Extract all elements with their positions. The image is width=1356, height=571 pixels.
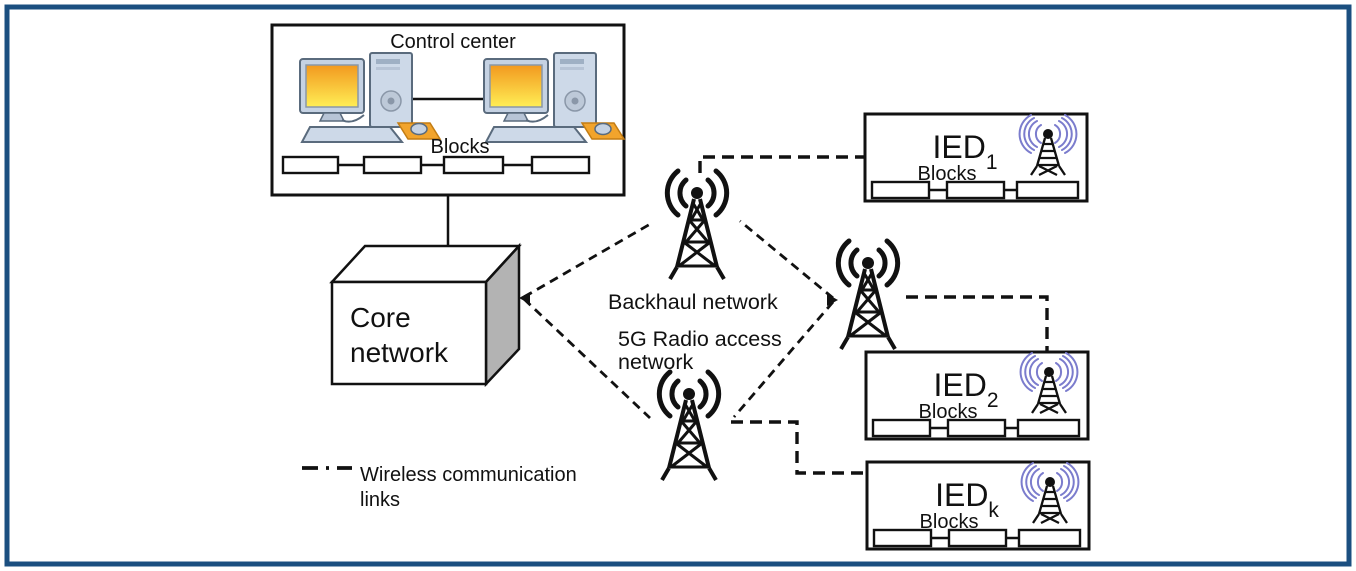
control-center-blocks xyxy=(281,155,591,175)
ied-title: IED2 xyxy=(933,367,998,412)
ied-blocks-label: Blocks xyxy=(920,511,979,533)
ied-2: IED2 Blocks xyxy=(864,350,1090,441)
arrowhead-vertex xyxy=(827,294,838,306)
block xyxy=(281,155,340,175)
block xyxy=(946,418,1007,438)
ied-blocks xyxy=(870,180,1080,200)
link-tower2-ied2 xyxy=(906,295,1049,358)
control-center-title: Control center xyxy=(390,31,516,53)
block xyxy=(1015,180,1080,200)
ied-k: IEDk Blocks xyxy=(865,460,1091,551)
block xyxy=(530,155,591,175)
block xyxy=(945,180,1006,200)
control-center: Control center Blocks xyxy=(270,23,626,197)
control-center-blocks-label: Blocks xyxy=(431,136,490,158)
block xyxy=(442,155,505,175)
legend: Wireless communication links xyxy=(302,464,577,511)
core-network-label-line1: Core xyxy=(350,302,411,333)
block xyxy=(871,418,932,438)
link-vertex-tower3 xyxy=(732,301,835,418)
core-network: Core network xyxy=(329,242,522,388)
ied-title: IED1 xyxy=(932,129,997,174)
link-tower1-vertex xyxy=(739,219,834,300)
radio-access-label-line1: 5G Radio access xyxy=(618,327,782,351)
link-core-tower1 xyxy=(523,221,653,299)
figure-border xyxy=(4,4,1352,567)
ied-blocks xyxy=(872,528,1082,548)
block xyxy=(947,528,1008,548)
arrowhead-core xyxy=(519,292,530,304)
ied-blocks-label: Blocks xyxy=(918,163,977,185)
block xyxy=(1017,528,1082,548)
block xyxy=(1016,418,1081,438)
block xyxy=(870,180,931,200)
ied-blocks-label: Blocks xyxy=(919,401,978,423)
link-tower1-ied1 xyxy=(698,155,864,173)
block xyxy=(872,528,933,548)
legend-label-line2: links xyxy=(360,489,400,511)
ied-1: IED1 Blocks xyxy=(863,112,1089,203)
block xyxy=(362,155,423,175)
core-network-label-line2: network xyxy=(350,337,449,368)
core-box-front xyxy=(330,280,488,386)
radio-access-label-line2: network xyxy=(618,350,694,374)
backhaul-network-label: Backhaul network xyxy=(608,290,778,314)
ied-blocks xyxy=(871,418,1081,438)
wireless-links xyxy=(519,155,1049,475)
ied-title: IEDk xyxy=(935,477,999,522)
legend-label-line1: Wireless communication xyxy=(360,464,577,486)
